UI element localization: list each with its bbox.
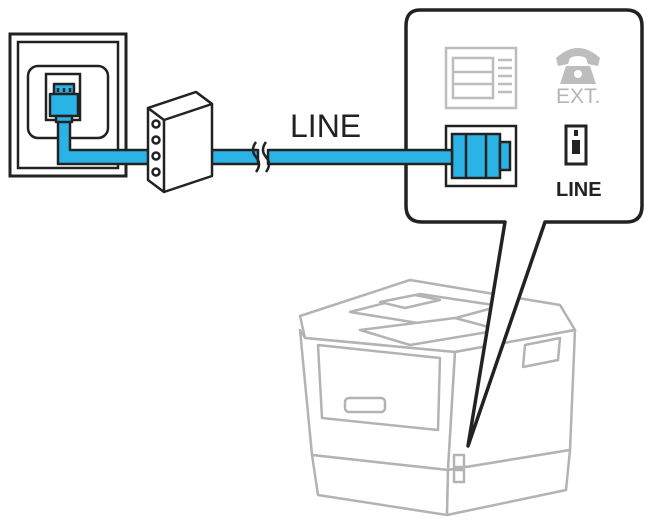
callout-zoom-bubble <box>404 8 644 448</box>
line-jack-symbol-icon <box>564 124 588 166</box>
line-port-label: LINE <box>556 179 602 201</box>
fax-port-icon <box>444 46 518 110</box>
wall-plug-icon <box>48 82 80 124</box>
printer-icon <box>298 278 577 517</box>
phone-icon <box>556 48 600 84</box>
phone-cable <box>56 116 454 166</box>
splitter-icon <box>146 90 214 194</box>
line-port-icon <box>444 124 518 188</box>
cable-label: LINE <box>290 108 362 144</box>
ext-port-label: EXT. <box>556 85 601 108</box>
cable-break-mark <box>251 141 271 173</box>
